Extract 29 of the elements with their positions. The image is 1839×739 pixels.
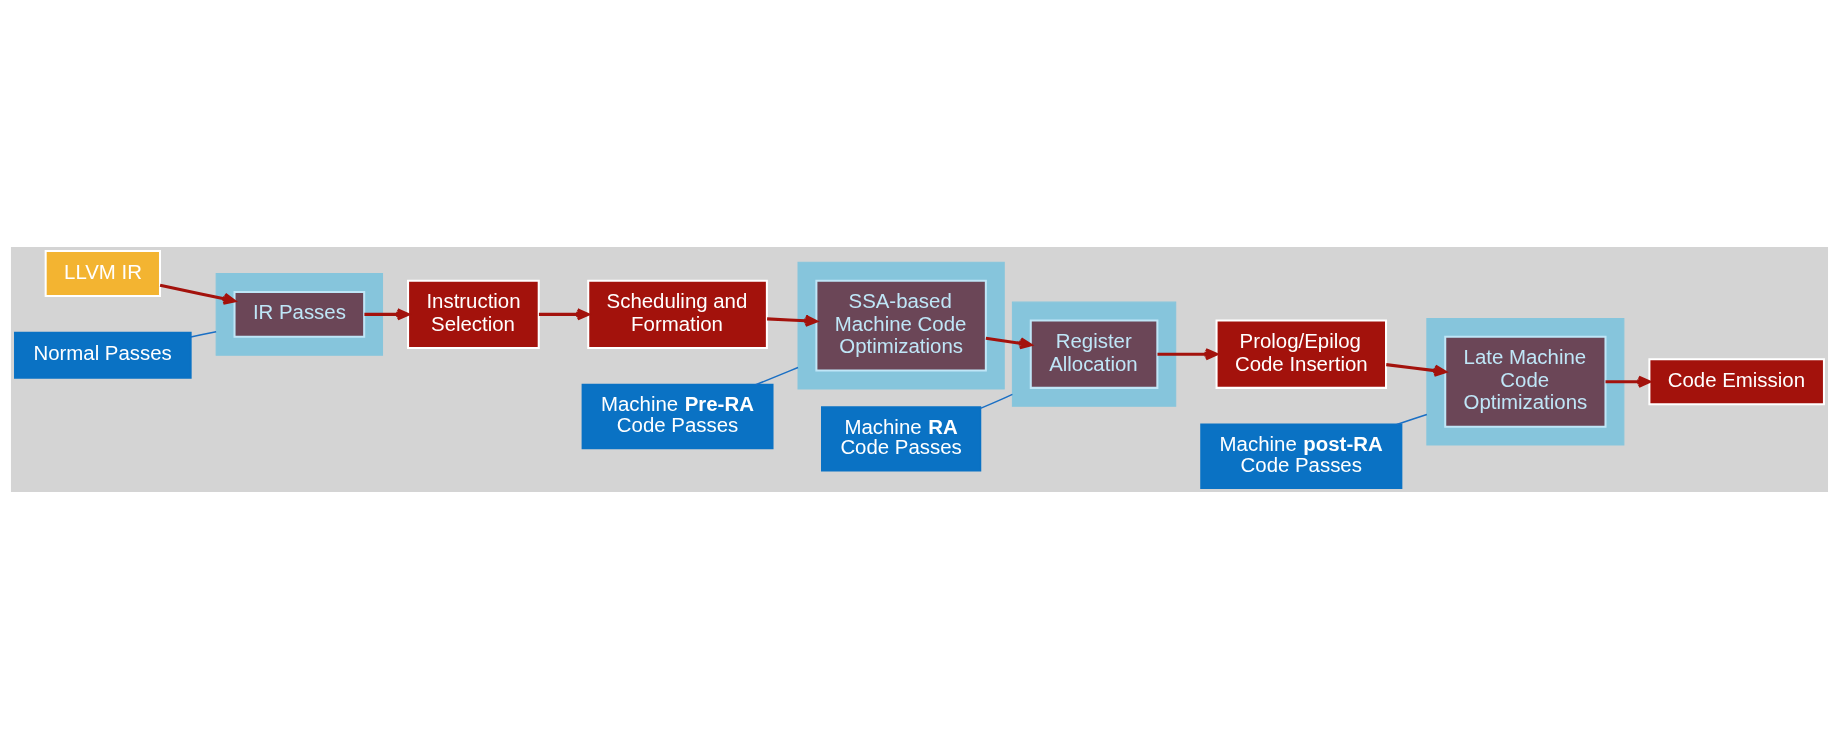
node-box: Code Emission — [1648, 358, 1825, 406]
node-box: Instruction Selection — [407, 279, 540, 350]
connector — [190, 330, 217, 338]
cluster — [215, 273, 384, 356]
arrow — [1157, 348, 1218, 361]
arrow — [159, 283, 236, 305]
node-box: SSA-based Machine Code Optimizations — [815, 279, 987, 372]
node-box: Prolog/Epilog Code Insertion — [1215, 319, 1388, 389]
node-box: Machine Pre-RA Code Passes — [581, 383, 774, 450]
arrow — [538, 308, 590, 321]
cluster — [1011, 301, 1177, 407]
node-box: Scheduling and Formation — [587, 279, 768, 350]
cluster — [797, 261, 1005, 390]
connector — [979, 393, 1014, 410]
arrow — [364, 308, 410, 321]
node-box: IR Passes — [233, 290, 366, 338]
connector — [755, 366, 799, 386]
arrow — [985, 336, 1033, 350]
node-box: Machine RA Code Passes — [821, 406, 982, 472]
node-box: Register Allocation — [1029, 319, 1159, 389]
arrow — [767, 314, 818, 327]
connector — [1396, 413, 1428, 426]
cluster — [1426, 317, 1625, 446]
node-box: Late Machine Code Optimizations — [1444, 335, 1607, 428]
node-box: Normal Passes — [14, 331, 192, 379]
arrow — [1605, 375, 1651, 388]
arrow — [1386, 363, 1447, 377]
node-box: Machine post-RA Code Passes — [1200, 423, 1403, 489]
node-box: LLVM IR — [44, 250, 161, 297]
